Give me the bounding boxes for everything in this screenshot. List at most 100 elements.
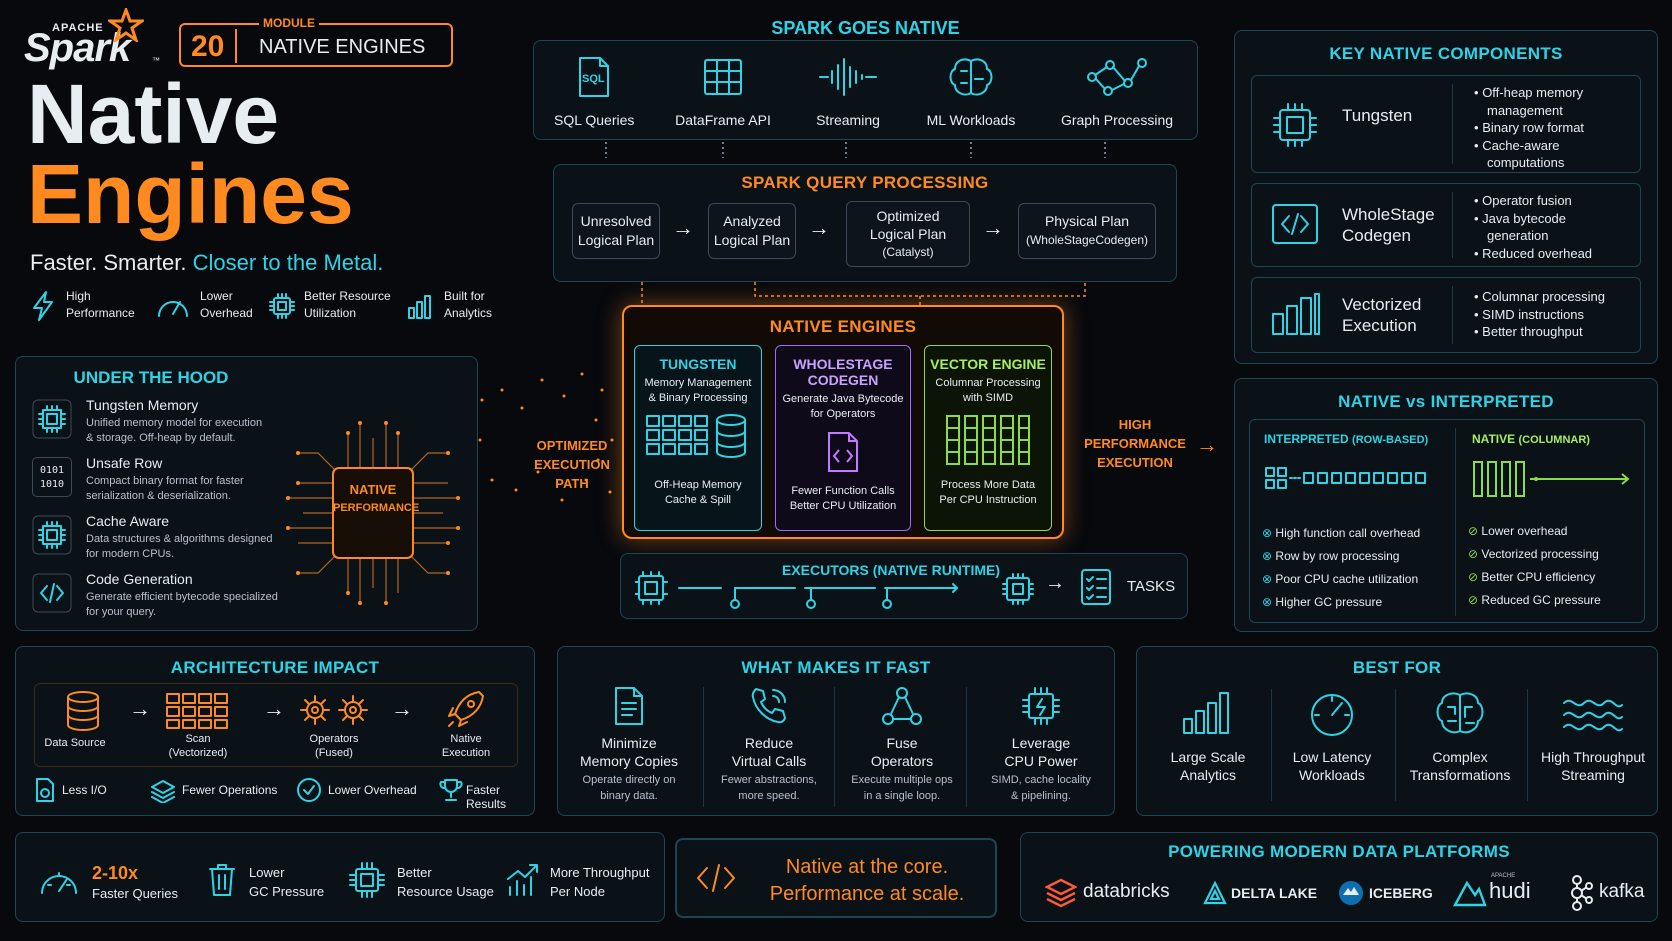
trademark: ™	[152, 56, 160, 65]
kc-bullet: • Binary row format	[1474, 119, 1584, 137]
memory-chip-icon	[32, 399, 72, 439]
hudi-logo-icon	[1453, 880, 1487, 907]
kafka-logo-icon	[1571, 875, 1593, 911]
arch-outcomes: Less I/O Fewer Operations Lower Overhead…	[34, 777, 524, 811]
tungsten-card: TUNGSTEN Memory Management & Binary Proc…	[634, 345, 762, 531]
feature-label: Overhead	[200, 306, 253, 320]
tungsten-desc: & Binary Processing	[648, 392, 748, 404]
platform-name: databricks	[1083, 881, 1170, 902]
text-label: Better CPU efficiency	[1481, 570, 1596, 584]
arch-step-label: Native	[450, 733, 482, 745]
sgn-label: SQL Queries	[554, 112, 635, 128]
platforms-title: POWERING MODERN DATA PLATFORMS	[1168, 842, 1510, 861]
network-fuse-icon	[882, 687, 922, 725]
kc-bullet: • SIMD instructions	[1474, 306, 1585, 322]
task-list-icon	[1081, 569, 1111, 605]
text-label: Row by row processing	[1275, 549, 1400, 563]
database-icon	[67, 691, 99, 731]
wmf-title-line: CPU Power	[1004, 753, 1078, 769]
spark-logo: APACHE Spark ™	[24, 8, 160, 70]
wmf-title: WHAT MAKES IT FAST	[741, 658, 931, 677]
step-label: Unresolved	[580, 213, 652, 229]
waves-icon	[1563, 699, 1623, 732]
native-list: ⊘ Lower overhead ⊘ Vectorized processing…	[1468, 520, 1601, 612]
feature-label: High	[66, 289, 91, 303]
arrow-right-icon: →	[982, 215, 1004, 240]
waveform-icon	[819, 58, 877, 96]
architecture-impact-panel: ARCHITECTURE IMPACT Data Source → Scan(V…	[15, 646, 535, 816]
databricks-logo-icon	[1045, 878, 1077, 908]
wmf-desc: Operate directly on	[582, 774, 676, 786]
uth-item-desc: for your query.	[86, 606, 157, 618]
kc-name: Vectorized	[1342, 295, 1422, 314]
step-label: Logical Plan	[713, 232, 791, 248]
chip-label-line: NATIVE	[349, 482, 397, 497]
optimized-path-label: OPTIMIZED EXECUTION PATH	[532, 436, 612, 493]
opt-path-line: PATH	[555, 476, 589, 491]
apache-label: APACHE	[52, 22, 104, 34]
wholestage-desc: for Operators	[810, 408, 876, 420]
uth-item-codegen: Code Generation Generate efficient bytec…	[32, 571, 278, 625]
wholestage-foot: Fewer Function Calls	[791, 485, 895, 497]
wmf-title-line: Virtual Calls	[731, 753, 807, 769]
best-for-label: High Throughput	[1540, 749, 1646, 765]
tagline-box-line: Performance at scale.	[769, 883, 965, 905]
arch-outcome: Fewer Operations	[182, 783, 278, 797]
module-title: NATIVE ENGINES	[259, 36, 426, 58]
speed-gauge-icon	[41, 872, 77, 894]
delta-lake-logo-icon	[1203, 881, 1227, 905]
arch-impact-title: ARCHITECTURE IMPACT	[170, 658, 380, 677]
wmf-desc: more speed.	[738, 790, 800, 802]
text-label: Higher GC pressure	[1275, 595, 1383, 609]
module-label: MODULE	[259, 16, 319, 30]
arrow-right-icon: →	[263, 696, 285, 721]
platform-name: ICEBERG	[1369, 885, 1433, 901]
native-item: ⊘ Lower overhead	[1468, 520, 1601, 543]
platform-name: kafka	[1599, 881, 1645, 902]
arch-outcome: Less I/O	[62, 783, 107, 797]
text-label: Reduced GC pressure	[1481, 593, 1601, 607]
text-label: Columnar processing	[1482, 289, 1606, 304]
interp-item: ⊗ Poor CPU cache utilization	[1262, 568, 1420, 591]
chip-icon	[349, 862, 385, 898]
gears-icon	[300, 695, 368, 725]
tasks-label: TASKS	[1127, 578, 1176, 595]
tagline: Faster. Smarter. Closer to the Metal.	[30, 250, 383, 276]
row-based-icon	[1265, 467, 1426, 489]
module-badge: 20 MODULE NATIVE ENGINES	[179, 16, 453, 67]
module-number: 20	[191, 30, 225, 63]
chip-label-line: PERFORMANCE	[333, 502, 420, 514]
x-circle-icon: ⊗	[1262, 572, 1273, 586]
vector-desc: with SIMD	[962, 392, 1014, 404]
uth-item-desc: Compact binary format for faster	[86, 475, 244, 487]
kc-bullet: • Off-heap memory	[1474, 84, 1584, 102]
grid-scan-icon	[166, 693, 228, 729]
sgn-label: DataFrame API	[675, 112, 771, 128]
stat-value: More Throughput	[550, 865, 650, 880]
circuit-chip-illustration	[286, 421, 460, 605]
columnar-icon	[1473, 461, 1630, 497]
speedometer-icon	[1311, 694, 1353, 736]
feature-label: Better Resource	[304, 289, 391, 303]
best-for-label: Large Scale	[1170, 749, 1246, 765]
wholestage-card: WHOLESTAGE CODEGEN Generate Java Bytecod…	[775, 345, 911, 531]
document-icon	[36, 778, 54, 802]
arrow-right-icon: →	[129, 696, 151, 721]
best-for-label: Workloads	[1299, 767, 1365, 783]
feature-label: Performance	[66, 306, 135, 320]
high-perf-line: HIGH	[1118, 417, 1152, 432]
arch-outcome: Faster Results	[466, 783, 507, 811]
dataframe-item: DataFrame API	[668, 55, 778, 128]
brain-icon	[949, 58, 993, 96]
native-engines-panel: NATIVE ENGINES TUNGSTEN Memory Managemen…	[622, 305, 1064, 539]
check-circle-icon: ⊘	[1468, 570, 1479, 584]
spark-star-icon	[108, 8, 144, 42]
text-label: Reduced overhead	[1482, 245, 1593, 261]
stat-value: Lower	[249, 865, 285, 880]
feature-label: Lower	[200, 289, 233, 303]
